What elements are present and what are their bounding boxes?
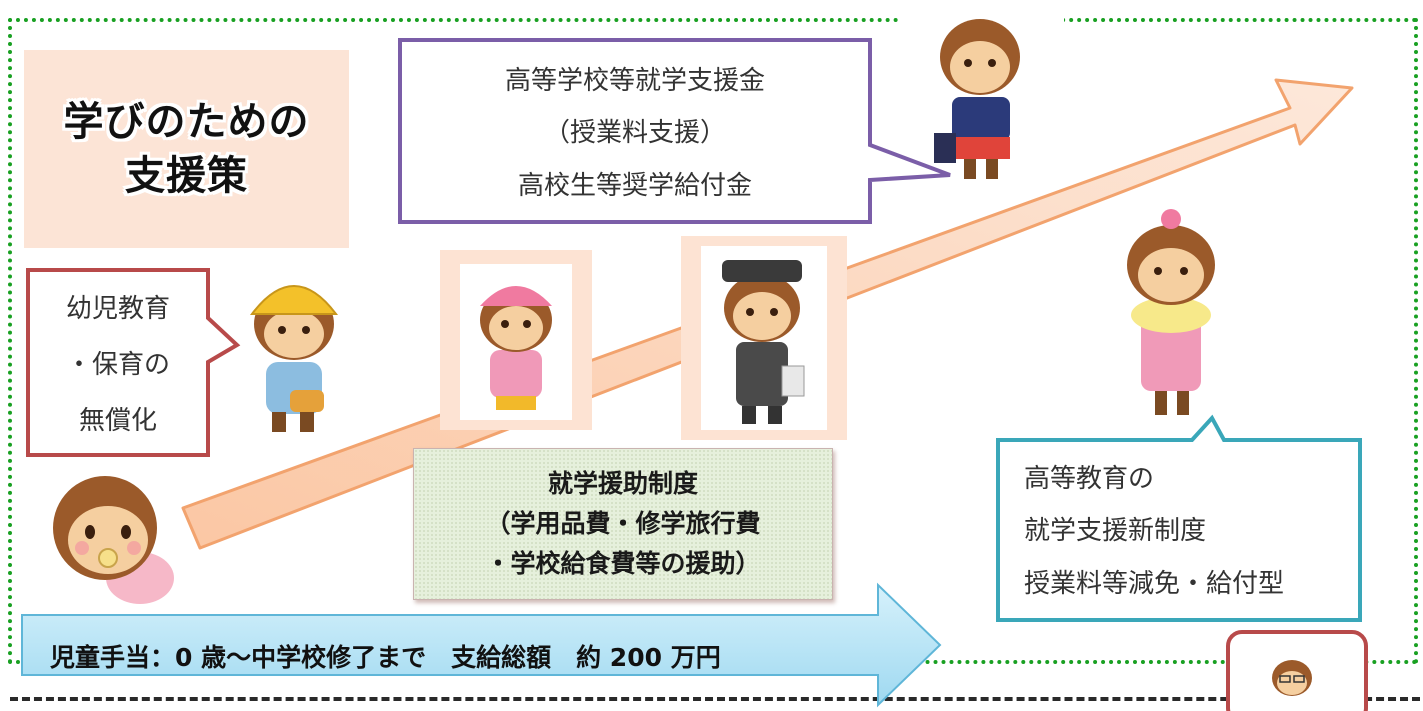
university-monkey-illustration bbox=[1127, 209, 1215, 415]
he-line-2: 就学支援新制度 bbox=[1024, 516, 1207, 547]
pre-line-2: ・保育の bbox=[65, 349, 170, 380]
small-monkey-illustration bbox=[1272, 660, 1312, 696]
title-line-2: 支援策 bbox=[125, 153, 248, 199]
aid-line-2: （学用品費・修学旅行費 bbox=[485, 509, 761, 538]
hs-line-3: 高校生等奨学給付金 bbox=[517, 171, 752, 202]
title-box: 学びのための 支援策 bbox=[24, 50, 349, 248]
school-aid-box: 就学援助制度 （学用品費・修学旅行費 ・学校給食費等の援助） bbox=[413, 448, 833, 600]
frame-gap bbox=[898, 10, 1064, 26]
pre-line-3: 無償化 bbox=[78, 406, 157, 437]
child-allowance-text: 児童手当：0 歳〜中学校修了まで 支給総額 約 200 万円 bbox=[50, 643, 721, 672]
higher-ed-bubble bbox=[996, 414, 1362, 622]
high-school-monkey-illustration bbox=[934, 19, 1020, 179]
he-line-1: 高等教育の bbox=[1024, 463, 1155, 494]
he-line-3: 授業料等減免・給付型 bbox=[1024, 569, 1285, 600]
preschool-monkey-illustration bbox=[249, 285, 339, 432]
child-allowance-arrow bbox=[21, 582, 942, 708]
junior-high-monkey-illustration bbox=[722, 260, 805, 424]
higher-ed-bubble-text: 高等教育の 就学支援新制度 授業料等減免・給付型 bbox=[998, 440, 1360, 620]
hs-line-2: （授業料支援） bbox=[543, 118, 726, 149]
hs-line-1: 高等学校等就学支援金 bbox=[504, 65, 765, 96]
high-school-bubble-text: 高等学校等就学支援金 （授業料支援） 高校生等奨学給付金 bbox=[400, 40, 870, 222]
elementary-monkey-illustration bbox=[480, 286, 552, 410]
aid-line-1: 就学援助制度 bbox=[547, 469, 698, 498]
baby-monkey-illustration bbox=[53, 476, 174, 604]
preschool-bubble-text: 幼児教育 ・保育の 無償化 bbox=[28, 270, 208, 455]
preschool-bubble bbox=[26, 268, 241, 457]
pre-line-1: 幼児教育 bbox=[65, 293, 170, 324]
high-school-bubble bbox=[398, 38, 951, 224]
aid-line-3: ・学校給食費等の援助） bbox=[485, 549, 761, 578]
bottom-dashed-line bbox=[10, 697, 1420, 701]
title-line-1: 学びのための bbox=[63, 99, 310, 145]
